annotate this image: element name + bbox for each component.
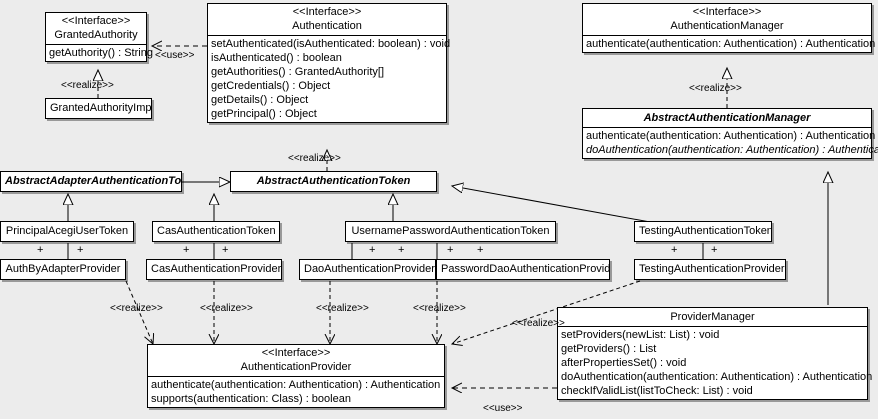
class-box-testing-authentication-provider[interactable]: TestingAuthenticationProvider <box>634 259 786 280</box>
class-box-authentication-manager[interactable]: <<Interface>> AuthenticationManager auth… <box>582 3 876 53</box>
stereotype-label: <<Interface>> <box>261 347 331 359</box>
operation-authenticate: authenticate(authentication: Authenticat… <box>586 38 876 50</box>
multiplicity-principal-right: + <box>77 244 84 256</box>
class-name-label: AuthByAdapterProvider <box>5 263 121 275</box>
class-name-label: CasAuthenticationToken <box>157 225 276 237</box>
class-box-authentication[interactable]: <<Interface>> Authentication setAuthenti… <box>207 3 451 123</box>
class-box-granted-authority-impl[interactable]: GrantedAuthorityImpl <box>45 98 152 119</box>
class-name-label: GrantedAuthority <box>54 29 138 41</box>
operation-get-authority: getAuthority() : String <box>49 47 153 59</box>
operation-check-if-valid-list: checkIfValidList(listToCheck: List) : vo… <box>561 385 753 397</box>
edge-label-realize-dao-provider: <<realize>> <box>316 303 369 314</box>
class-name-label: AbstractAdapterAuthenticationToken <box>5 175 181 187</box>
class-box-abstract-authentication-token[interactable]: AbstractAuthenticationToken <box>230 171 437 192</box>
edge-label-use-provider-manager: <<use>> <box>483 403 523 414</box>
class-name-label: AuthenticationProvider <box>240 361 352 373</box>
operation-after-properties-set: afterPropertiesSet() : void <box>561 357 687 369</box>
class-name-label: PrincipalAcegiUserToken <box>5 225 129 237</box>
operation-get-providers: getProviders() : List <box>561 343 657 355</box>
operation-get-principal: getPrincipal() : Object <box>211 108 317 120</box>
class-box-cas-authentication-provider[interactable]: CasAuthenticationProvider <box>146 259 282 280</box>
operations-compartment: authenticate(authentication: Authenticat… <box>583 127 878 158</box>
class-name-label: GrantedAuthorityImpl <box>50 102 151 114</box>
multiplicity-userpass-d: + <box>477 244 484 256</box>
operation-supports: supports(authentication: Class) : boolea… <box>151 393 351 405</box>
multiplicity-testing-right: + <box>711 244 718 256</box>
class-box-abstract-authentication-manager[interactable]: AbstractAuthenticationManager authentica… <box>582 108 878 159</box>
edge-label-realize-testing-provider: <<realize>> <box>512 318 565 329</box>
operation-do-authentication: doAuthentication(authentication: Authent… <box>561 371 873 383</box>
class-box-provider-manager[interactable]: ProviderManager setProviders(newList: Li… <box>557 307 873 400</box>
class-box-testing-authentication-token[interactable]: TestingAuthenticationToken <box>634 221 772 242</box>
class-header-abstract-authentication-manager: AbstractAuthenticationManager <box>583 109 871 127</box>
operations-compartment: authenticate(authentication: Authenticat… <box>148 376 444 407</box>
class-header-authentication-manager: <<Interface>> AuthenticationManager <box>583 4 871 35</box>
operation-set-authenticated: setAuthenticated(isAuthenticated: boolea… <box>211 38 451 50</box>
class-header-provider-manager: ProviderManager <box>558 308 867 326</box>
class-name-label: ProviderManager <box>670 311 755 323</box>
class-name-label: AbstractAuthenticationManager <box>643 112 811 124</box>
class-name-label: Authentication <box>292 20 362 32</box>
multiplicity-principal-left: + <box>37 244 44 256</box>
operations-compartment: setProviders(newList: List) : void getPr… <box>558 326 873 399</box>
class-box-password-dao-authentication-provider[interactable]: PasswordDaoAuthenticationProvider <box>436 259 610 280</box>
operations-compartment: setAuthenticated(isAuthenticated: boolea… <box>208 35 451 122</box>
multiplicity-userpass-c: + <box>447 244 454 256</box>
class-box-authentication-provider[interactable]: <<Interface>> AuthenticationProvider aut… <box>147 344 445 408</box>
class-box-username-password-authentication-token[interactable]: UsernamePasswordAuthenticationToken <box>345 221 556 242</box>
operation-authenticate: authenticate(authentication: Authenticat… <box>586 130 876 142</box>
operation-get-details: getDetails() : Object <box>211 94 309 106</box>
operations-compartment: getAuthority() : String <box>46 44 153 61</box>
edge-label-realize-abstract-authentication-manager: <<realize>> <box>689 83 742 94</box>
class-name-label: UsernamePasswordAuthenticationToken <box>351 225 550 237</box>
edge-label-realize-auth-by-adapter-provider: <<realize>> <box>110 303 163 314</box>
operation-get-credentials: getCredentials() : Object <box>211 80 331 92</box>
multiplicity-cas-right: + <box>222 244 229 256</box>
class-header-granted-authority: <<Interface>> GrantedAuthority <box>46 13 146 44</box>
class-name-label: TestingAuthenticationToken <box>639 225 771 237</box>
class-box-abstract-adapter-authentication-token[interactable]: AbstractAdapterAuthenticationToken <box>0 171 182 192</box>
edge-label-realize-granted-authority-impl: <<realize>> <box>61 80 114 91</box>
class-name-label: DaoAuthenticationProvider <box>304 263 435 275</box>
class-box-principal-acegi-user-token[interactable]: PrincipalAcegiUserToken <box>0 221 134 242</box>
operation-set-providers: setProviders(newList: List) : void <box>561 329 720 341</box>
operation-get-authorities: getAuthorities() : GrantedAuthority[] <box>211 66 385 78</box>
class-box-auth-by-adapter-provider[interactable]: AuthByAdapterProvider <box>0 259 126 280</box>
operation-do-authentication: doAuthentication(authentication: Authent… <box>586 144 878 156</box>
multiplicity-testing-left: + <box>671 244 678 256</box>
class-name-label: TestingAuthenticationProvider <box>639 263 785 275</box>
edge-label-use-granted-authority: <<use>> <box>155 50 195 61</box>
class-header-authentication: <<Interface>> Authentication <box>208 4 446 35</box>
stereotype-label: <<Interface>> <box>692 6 762 18</box>
class-name-label: PasswordDaoAuthenticationProvider <box>441 263 609 275</box>
class-box-granted-authority[interactable]: <<Interface>> GrantedAuthority getAuthor… <box>45 12 153 62</box>
operation-is-authenticated: isAuthenticated() : boolean <box>211 52 342 64</box>
multiplicity-userpass-b: + <box>398 244 405 256</box>
stereotype-label: <<Interface>> <box>61 15 131 27</box>
stereotype-label: <<Interface>> <box>292 6 362 18</box>
edge-label-realize-abstract-authentication-token: <<realize>> <box>288 153 341 164</box>
multiplicity-userpass-a: + <box>369 244 376 256</box>
class-name-label: CasAuthenticationProvider <box>151 263 281 275</box>
class-header-authentication-provider: <<Interface>> AuthenticationProvider <box>148 345 444 376</box>
operation-authenticate: authenticate(authentication: Authenticat… <box>151 379 441 391</box>
class-box-dao-authentication-provider[interactable]: DaoAuthenticationProvider <box>299 259 436 280</box>
operations-compartment: authenticate(authentication: Authenticat… <box>583 35 876 52</box>
class-name-label: AbstractAuthenticationToken <box>256 175 411 187</box>
multiplicity-cas-left: + <box>183 244 190 256</box>
class-box-cas-authentication-token[interactable]: CasAuthenticationToken <box>152 221 280 242</box>
edge-label-realize-password-dao-provider: <<realize>> <box>413 303 466 314</box>
edge-label-realize-cas-provider: <<realize>> <box>200 303 253 314</box>
class-name-label: AuthenticationManager <box>670 20 784 32</box>
